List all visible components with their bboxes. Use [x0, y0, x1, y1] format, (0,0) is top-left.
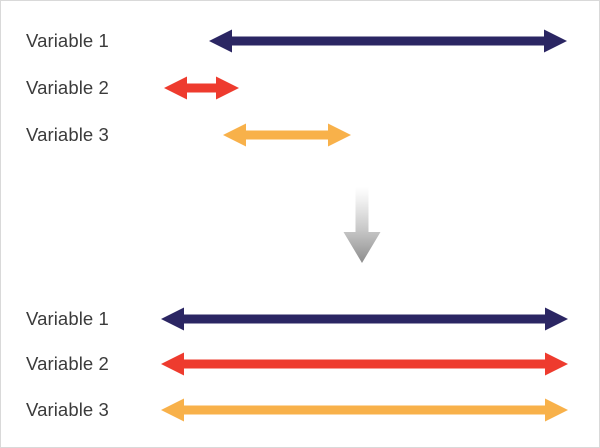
label-variable-3-after: Variable 3 [26, 398, 109, 420]
range-arrow-variable-1-before [209, 29, 567, 53]
range-arrow-variable-3-before [223, 123, 351, 147]
downward-transform-arrow [343, 187, 381, 263]
range-arrow-variable-1-after [161, 307, 568, 331]
label-variable-1-after: Variable 1 [26, 307, 109, 329]
top-panel-arrows [164, 29, 567, 147]
transform-arrow-group [343, 187, 381, 263]
range-arrow-variable-2-before [164, 76, 239, 100]
bottom-panel-arrows [161, 307, 568, 422]
label-variable-1-before: Variable 1 [26, 29, 109, 51]
label-variable-3-before: Variable 3 [26, 123, 109, 145]
label-variable-2-after: Variable 2 [26, 352, 109, 374]
range-arrow-variable-2-after [161, 352, 568, 376]
range-arrow-variable-3-after [161, 398, 568, 422]
label-variable-2-before: Variable 2 [26, 76, 109, 98]
